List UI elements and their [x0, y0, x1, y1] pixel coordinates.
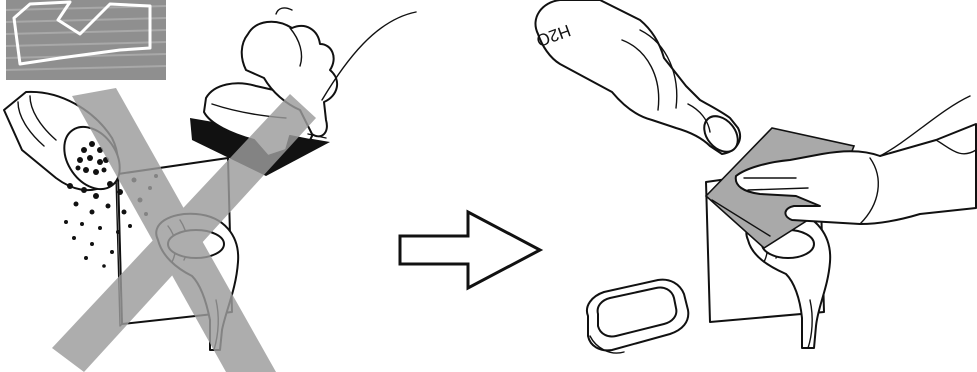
- arrow-right-icon: [400, 212, 540, 288]
- water-bottle: H2O: [534, 0, 745, 158]
- soap-bar: [587, 280, 688, 353]
- scouring-pad-icon: [6, 0, 166, 80]
- do-not-cross-mark: [52, 88, 316, 372]
- incorrect-method-panel: [4, 0, 416, 372]
- correct-method-panel: H2O: [534, 0, 976, 353]
